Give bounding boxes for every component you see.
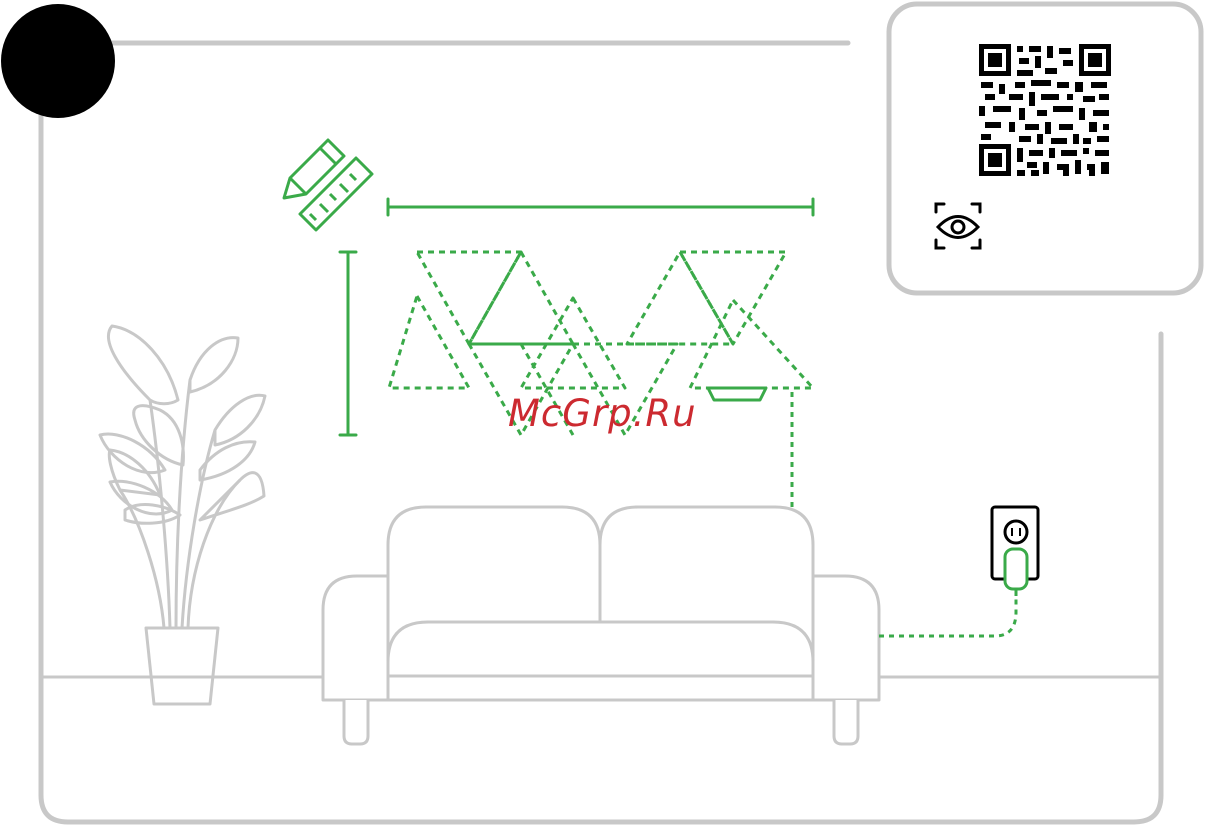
- watermark: McGrp.Ru: [508, 392, 697, 435]
- controller: [708, 388, 766, 400]
- height-measure: [340, 252, 356, 435]
- width-measure: [388, 199, 813, 215]
- power-adapter-icon: [1005, 549, 1027, 596]
- sofa: [323, 507, 879, 744]
- plant: [100, 326, 265, 704]
- qr-card: [889, 4, 1201, 293]
- pencil-ruler-icon: [284, 140, 372, 230]
- step-badge: [1, 4, 115, 118]
